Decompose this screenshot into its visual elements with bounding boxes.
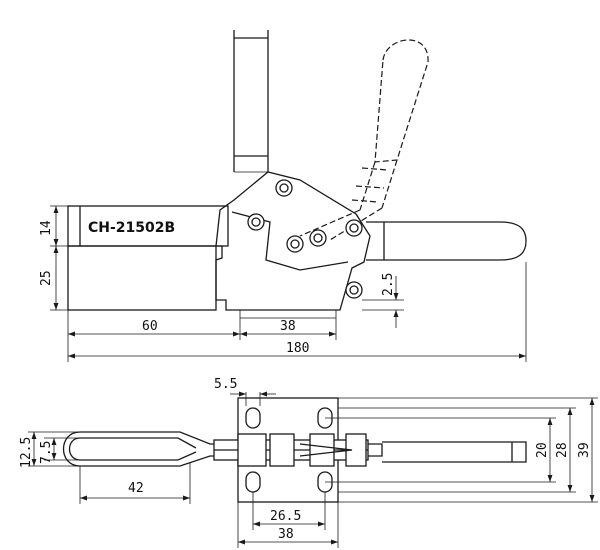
svg-text:5.5: 5.5: [214, 377, 237, 392]
clamp-body: [215, 171, 371, 319]
dimension-38-top: 38: [237, 502, 339, 548]
svg-text:42: 42: [128, 481, 144, 496]
handle-open-position: [299, 39, 429, 241]
svg-text:20: 20: [535, 442, 550, 458]
dimension-20: 20: [325, 417, 556, 483]
dimension-180: 180: [68, 262, 527, 362]
svg-text:39: 39: [577, 442, 592, 458]
svg-text:2.5: 2.5: [381, 273, 396, 296]
model-label: CH-21502B: [88, 220, 175, 236]
dimension-26-5: 26.5: [252, 492, 326, 530]
svg-text:38: 38: [280, 319, 296, 334]
side-view: CH-21502B 14 25 60 38: [39, 30, 527, 362]
top-view: 5.5 12.5 7.5 42 26.5: [19, 377, 598, 548]
handle-top: [368, 441, 527, 463]
dimension-28: 28: [338, 407, 576, 493]
dimension-5-5: 5.5: [214, 377, 276, 406]
clamp-arm-bar: [67, 205, 229, 311]
svg-text:180: 180: [286, 341, 309, 356]
dimension-25: 25: [39, 246, 68, 311]
handle-closed: [366, 221, 527, 261]
svg-text:60: 60: [142, 319, 158, 334]
dimension-42: 42: [79, 462, 191, 504]
dimension-7-5: 7.5: [39, 437, 80, 464]
dimension-12-5: 12.5: [19, 431, 80, 468]
dimension-60: 60: [67, 310, 241, 362]
svg-text:26.5: 26.5: [270, 509, 301, 524]
svg-text:12.5: 12.5: [19, 437, 34, 468]
spindle-loop: [63, 431, 238, 467]
svg-text:7.5: 7.5: [39, 441, 54, 464]
spindle-arm-open: [233, 30, 269, 173]
svg-text:28: 28: [555, 442, 570, 458]
dimension-2-5: 2.5: [362, 273, 404, 328]
svg-text:14: 14: [39, 220, 54, 236]
dimension-38-side: 38: [240, 318, 337, 340]
dimension-39: 39: [338, 397, 598, 503]
center-body: [213, 433, 369, 467]
svg-text:25: 25: [39, 270, 54, 286]
svg-text:38: 38: [278, 527, 294, 542]
dimension-14: 14: [39, 205, 68, 247]
